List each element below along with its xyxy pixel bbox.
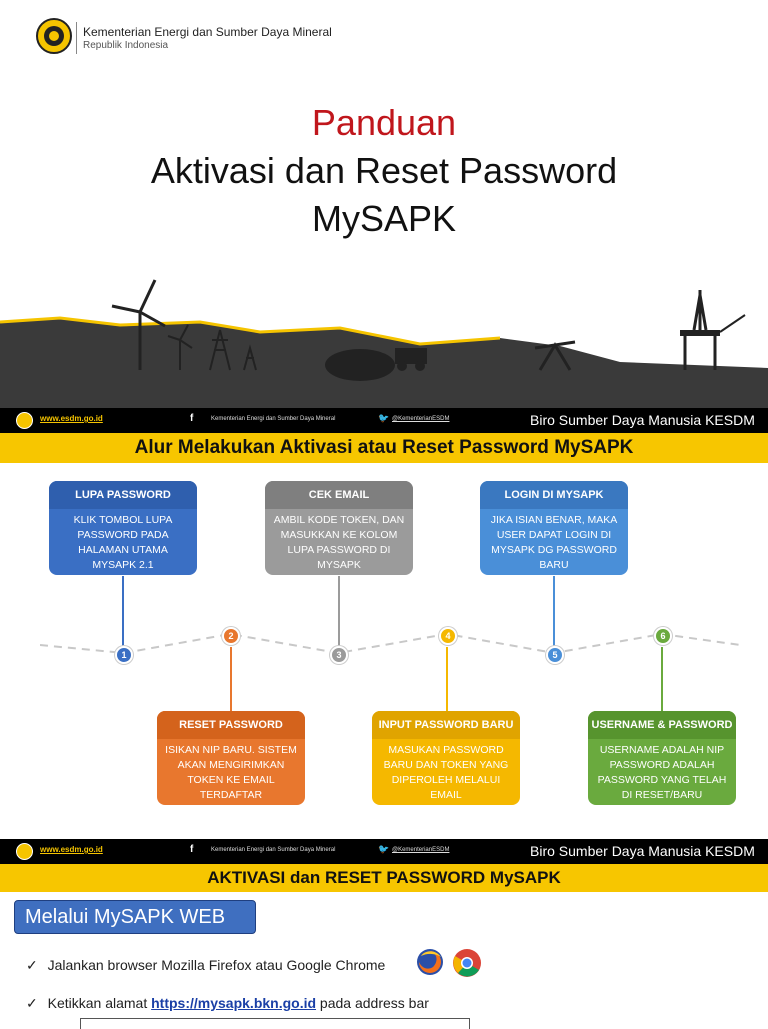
chrome-icon [452,948,482,978]
check-icon: ✓ [26,995,38,1011]
facebook-text: Kementerian Energi dan Sumber Daya Miner… [211,847,336,853]
step-node-6: 6 [654,627,672,645]
step-box-username-password: USERNAME & PASSWORD USERNAME ADALAH NIP … [588,711,736,805]
biro-name: Biro Sumber Daya Manusia KESDM [530,843,755,859]
step-box-login: LOGIN DI MYSAPK JIKA ISIAN BENAR, MAKA U… [480,481,628,575]
footer-bar-2: www.esdm.go.id f Kementerian Energi dan … [0,839,768,864]
bullet-browser: ✓ Jalankan browser Mozilla Firefox atau … [26,957,385,974]
twitter-handle[interactable]: @KementerianESDM [392,847,450,853]
step-text: ISIKAN NIP BARU. SISTEM AKAN MENGIRIMKAN… [165,744,297,801]
bullet-text-post: pada address bar [316,995,429,1011]
header-divider [76,22,77,54]
step-text: USERNAME ADALAH NIP PASSWORD ADALAH PASS… [597,744,727,801]
biro-name: Biro Sumber Daya Manusia KESDM [530,412,755,428]
step-title: USERNAME & PASSWORD [588,711,736,739]
step-node-4: 4 [439,627,457,645]
title-panduan: Panduan [311,102,457,143]
twitter-handle[interactable]: @KementerianESDM [392,416,450,422]
step-title: RESET PASSWORD [157,711,305,739]
connector-3 [338,576,340,648]
connector-5 [553,576,555,648]
esdm-logo [36,18,72,54]
step-title: INPUT PASSWORD BARU [372,711,520,739]
step-box-cek-email: CEK EMAIL AMBIL KODE TOKEN, DAN MASUKKAN… [265,481,413,575]
republic-name: Republik Indonesia [83,40,169,51]
step-title: CEK EMAIL [265,481,413,509]
footer-bar: www.esdm.go.id f Kementerian Energi dan … [0,408,768,433]
flow-heading: Alur Melakukan Aktivasi atau Reset Passw… [0,433,768,463]
website-link[interactable]: www.esdm.go.id [40,414,103,423]
bullet-text-pre: Ketikkan alamat [47,995,152,1011]
step-node-3: 3 [330,646,348,664]
facebook-icon: f [190,844,194,855]
title-mysapk: MySAPK [311,198,457,239]
step-node-2: 2 [222,627,240,645]
title-main: Aktivasi dan Reset Password [150,150,618,191]
esdm-small-logo [16,412,33,429]
step-box-input-password: INPUT PASSWORD BARU MASUKAN PASSWORD BAR… [372,711,520,805]
step-node-1: 1 [115,646,133,664]
step-node-5: 5 [546,646,564,664]
method-label: Melalui MySAPK WEB [14,900,256,934]
connector-1 [122,576,124,648]
connector-6 [661,647,663,711]
step-box-reset-password: RESET PASSWORD ISIKAN NIP BARU. SISTEM A… [157,711,305,805]
firefox-icon [415,947,445,977]
twitter-icon: 🐦 [378,413,390,423]
step-title: LOGIN DI MYSAPK [480,481,628,509]
step-title: LUPA PASSWORD [49,481,197,509]
mysapk-link[interactable]: https://mysapk.bkn.go.id [151,995,317,1011]
step-text: KLIK TOMBOL LUPA PASSWORD PADA HALAMAN U… [73,514,173,571]
facebook-icon: f [190,413,194,424]
connector-2 [230,647,232,711]
energy-landscape-illustration [0,270,768,408]
esdm-small-logo [16,843,33,860]
flow-timeline [39,625,741,665]
step-text: JIKA ISIAN BENAR, MAKA USER DAPAT LOGIN … [490,514,618,571]
step-box-lupa-password: LUPA PASSWORD KLIK TOMBOL LUPA PASSWORD … [49,481,197,575]
twitter-icon: 🐦 [378,844,390,854]
bullet-text: Jalankan browser Mozilla Firefox atau Go… [47,957,386,973]
connector-4 [446,647,448,711]
website-link[interactable]: www.esdm.go.id [40,845,103,854]
bullet-address: ✓ Ketikkan alamat https://mysapk.bkn.go.… [26,995,429,1012]
check-icon: ✓ [26,957,38,973]
step-text: MASUKAN PASSWORD BARU DAN TOKEN YANG DIP… [383,744,509,801]
step-text: AMBIL KODE TOKEN, DAN MASUKKAN KE KOLOM … [273,514,405,571]
ministry-name: Kementerian Energi dan Sumber Daya Miner… [83,25,332,39]
facebook-text: Kementerian Energi dan Sumber Daya Miner… [211,416,336,422]
section2-heading: AKTIVASI dan RESET PASSWORD MySAPK [0,864,768,892]
